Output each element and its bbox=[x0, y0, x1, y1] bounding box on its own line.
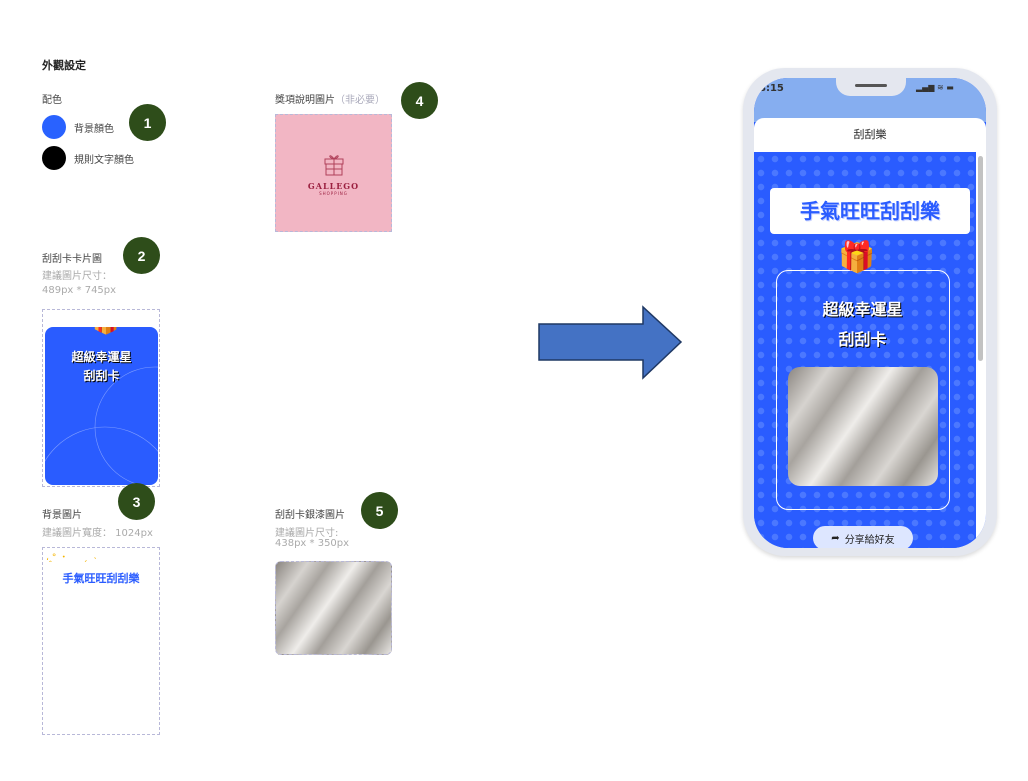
scrollbar-thumb[interactable] bbox=[978, 156, 983, 361]
gift-icon: 🎁 bbox=[92, 327, 119, 336]
phone-screen: 8:15 ▂▄▆ ≋ ▬ 刮刮樂 手氣旺旺刮刮樂 超級幸運星刮刮卡 🎁 ➦ 分享給… bbox=[754, 78, 986, 548]
card-title: 超級幸運星刮刮卡 bbox=[777, 295, 948, 355]
gift-icon: 🎁 bbox=[838, 240, 876, 275]
prize-image-upload[interactable]: GALLEGO SHOPPING bbox=[275, 114, 392, 232]
scrollbar-track[interactable] bbox=[976, 152, 986, 548]
logo-text: GALLEGO bbox=[307, 180, 360, 191]
silver-image-upload[interactable] bbox=[275, 561, 392, 655]
silver-image-hint: 建議圖片尺寸: bbox=[275, 528, 339, 539]
prize-image-label: 獎項說明圖片（非必要） bbox=[275, 91, 385, 106]
step-badge-4: 4 bbox=[401, 82, 438, 119]
logo-subtext: SHOPPING bbox=[319, 190, 348, 196]
card-image-size: 489px * 745px bbox=[42, 285, 117, 296]
rule-text-color-label: 規則文字顏色 bbox=[74, 155, 134, 166]
prize-image-title: 獎項說明圖片 bbox=[275, 95, 335, 106]
step-badge-5: 5 bbox=[361, 492, 398, 529]
card-title-line2: 刮刮卡 bbox=[838, 330, 887, 349]
page-header: 刮刮樂 bbox=[754, 118, 986, 152]
bg-color-swatch[interactable] bbox=[42, 115, 66, 139]
silver-image-size: 438px * 350px bbox=[275, 538, 350, 549]
bg-banner-text: 手氣旺旺刮刮樂 bbox=[62, 572, 140, 585]
scratch-area[interactable] bbox=[788, 367, 938, 486]
card-image-label: 刮刮卡卡片圖 bbox=[42, 254, 102, 265]
scratch-card: 超級幸運星刮刮卡 bbox=[776, 270, 950, 510]
share-icon: ➦ bbox=[831, 532, 840, 544]
bg-image-label: 背景圖片 bbox=[42, 510, 82, 521]
arrow-right-icon bbox=[538, 305, 683, 380]
card-title-line1: 超級幸運星 bbox=[71, 350, 132, 364]
section-title: 外觀設定 bbox=[42, 59, 86, 72]
color-section-label: 配色 bbox=[42, 95, 62, 106]
share-button[interactable]: ➦ 分享給好友 bbox=[813, 526, 913, 548]
step-badge-2: 2 bbox=[123, 237, 160, 274]
banner-title: 手氣旺旺刮刮樂 bbox=[770, 188, 970, 234]
card-decoration bbox=[45, 366, 158, 485]
bg-color-label: 背景顏色 bbox=[74, 124, 114, 135]
step-badge-1: 1 bbox=[129, 104, 166, 141]
confetti-decoration: ،ꞈ° ・ ˏ˴ bbox=[46, 553, 103, 563]
bg-image-hint: 建議圖片寬度： 1024px bbox=[42, 528, 153, 539]
bg-image-upload[interactable]: ،ꞈ° ・ ˏ˴ 手氣旺旺刮刮樂 bbox=[42, 547, 160, 735]
card-title-line2: 刮刮卡 bbox=[83, 369, 120, 383]
phone-frame: 8:15 ▂▄▆ ≋ ▬ 刮刮樂 手氣旺旺刮刮樂 超級幸運星刮刮卡 🎁 ➦ 分享給… bbox=[743, 68, 997, 556]
rule-text-color-swatch[interactable] bbox=[42, 146, 66, 170]
scratch-page: 手氣旺旺刮刮樂 超級幸運星刮刮卡 🎁 ➦ 分享給好友 bbox=[754, 152, 976, 548]
silver-image-label: 刮刮卡銀漆圖片 bbox=[275, 510, 345, 521]
share-label: 分享給好友 bbox=[844, 534, 895, 546]
card-preview-title: 超級幸運星刮刮卡 bbox=[45, 348, 158, 386]
card-title-line1: 超級幸運星 bbox=[822, 300, 903, 319]
status-bar: 8:15 ▂▄▆ ≋ ▬ bbox=[754, 78, 986, 122]
step-badge-3: 3 bbox=[118, 483, 155, 520]
card-image-hint: 建議圖片尺寸： bbox=[42, 271, 112, 282]
status-icons: ▂▄▆ ≋ ▬ bbox=[916, 83, 954, 92]
status-time: 8:15 bbox=[759, 83, 784, 94]
phone-notch bbox=[836, 78, 906, 96]
gift-icon bbox=[324, 154, 343, 175]
optional-note: （非必要） bbox=[335, 95, 385, 106]
